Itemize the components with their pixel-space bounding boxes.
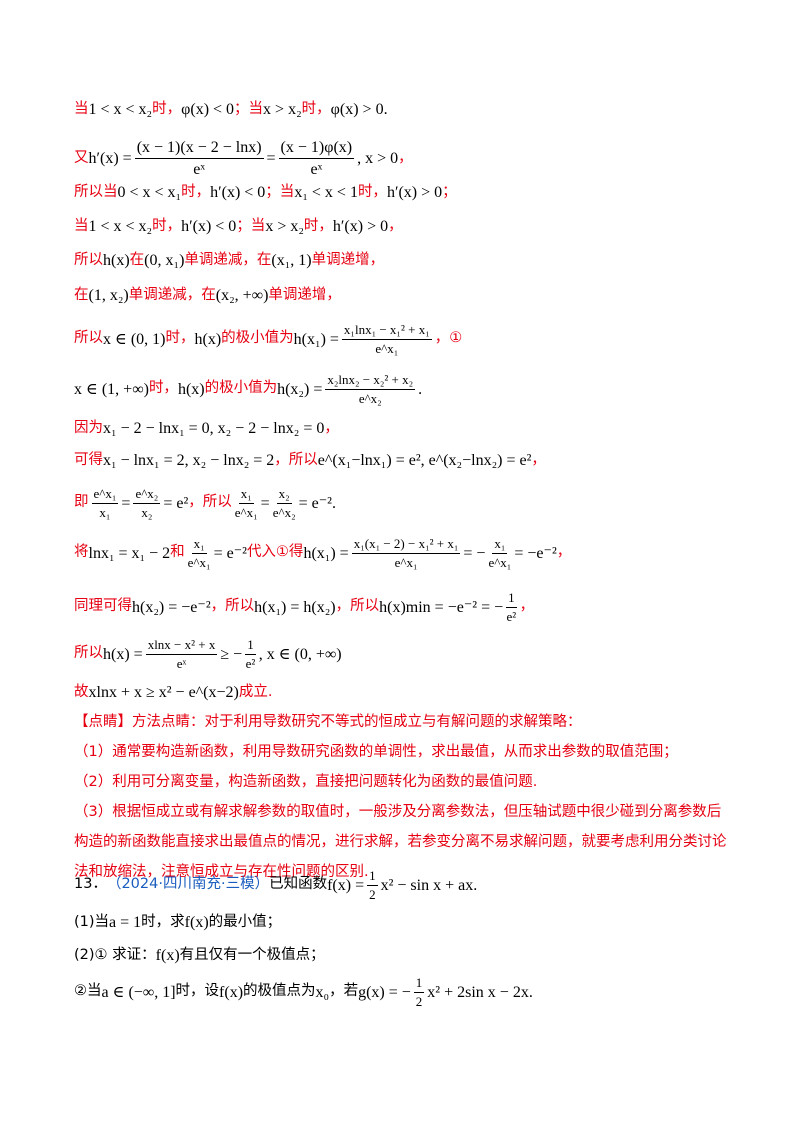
tips-point-2: （2）利用可分离变量，构造新函数，直接把问题转化为函数的最值问题.: [74, 774, 538, 790]
tips-block: 【点睛】方法点睛：对于利用导数研究不等式的恒成立与有解问题的求解策略： （1）通…: [74, 707, 734, 887]
problem-number: 13．: [74, 876, 107, 893]
problem-13-q1: (1)当 a = 1 时，求 f(x) 的最小值；: [74, 913, 282, 931]
tips-point-1: （1）通常要构造新函数，利用导数研究函数的单调性，求出最值，从而求出参数的取值范…: [74, 744, 678, 760]
solution-line-2: 又 h′(x) = (x − 1)(x − 2 − lnx)eˣ = (x − …: [74, 139, 413, 179]
problem-13-q3: ②当 a ∈ (−∞, 1] 时，设 f(x) 的极值点为 x₀ ，若 g(x)…: [74, 975, 533, 1009]
solution-line-10: 可得 x₁ − lnx₁ = 2, x₂ − lnx₂ = 2 ，所以 e^(x…: [74, 451, 546, 469]
problem-source: （2024·四川南充·三模）: [106, 876, 270, 893]
tips-point-3: （3）根据恒成立或有解求解参数的取值时，一般涉及分离参数法，但压轴试题中很少碰到…: [74, 804, 727, 880]
solution-line-8: x ∈ (1, +∞) 时， h(x) 的极小值为 h(x₂) = x₂lnx₂…: [74, 372, 423, 406]
tips-heading: 【点睛】方法点睛：对于利用导数研究不等式的恒成立与有解问题的求解策略：: [74, 714, 582, 730]
fraction: (x − 1)(x − 2 − lnx)eˣ: [134, 139, 264, 179]
solution-line-5: 所以 h(x) 在 (0, x₁) 单调递减，在 (x₁, 1) 单调递增，: [74, 251, 385, 269]
solution-line-1: 当 1 < x < x₂ 时， φ(x) < 0 ；当 x > x₂ 时， φ(…: [74, 100, 388, 118]
solution-line-3: 所以当 0 < x < x₁ 时， h′(x) < 0 ；当 x₁ < x < …: [74, 183, 457, 201]
solution-line-6: 在 (1, x₂) 单调递减，在 (x₂, +∞) 单调递增，: [74, 286, 341, 304]
solution-line-13: 同理可得 h(x₂) = −e⁻² ，所以 h(x₁) = h(x₂) ，所以 …: [74, 590, 535, 624]
problem-13-q2: (2)① 求证： f(x) 有且仅有一个极值点；: [74, 946, 325, 964]
fraction: (x − 1)φ(x)eˣ: [278, 139, 355, 179]
solution-line-15: 故 xlnx + x ≥ x² − e^(x−2) 成立.: [74, 683, 273, 701]
solution-line-9: 因为 x₁ − 2 − lnx₁ = 0, x₂ − 2 − lnx₂ = 0 …: [74, 419, 339, 437]
solution-line-7: 所以 x ∈ (0, 1) 时， h(x) 的极小值为 h(x₁) = x₁ln…: [74, 322, 463, 356]
solution-line-4: 当 1 < x < x₂ 时， h′(x) < 0 ；当 x > x₂ 时， h…: [74, 217, 403, 235]
